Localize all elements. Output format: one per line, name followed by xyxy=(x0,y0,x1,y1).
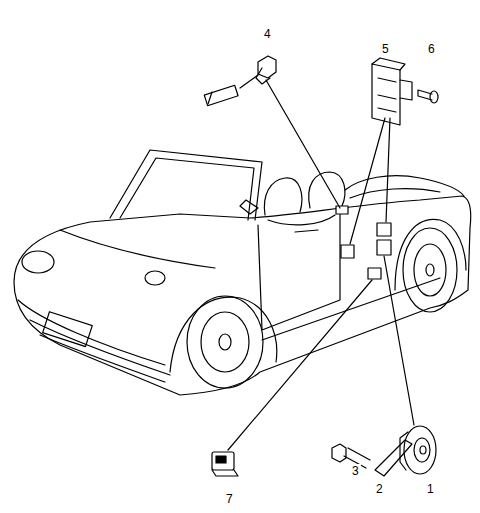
callout-number: 1 xyxy=(425,482,436,496)
callout-number: 4 xyxy=(262,27,273,41)
callout-number: 6 xyxy=(426,42,437,56)
callout-number: 7 xyxy=(224,492,235,506)
callout-number: 3 xyxy=(350,464,361,478)
callout-number: 5 xyxy=(380,42,391,56)
callout-number: 2 xyxy=(374,482,385,496)
